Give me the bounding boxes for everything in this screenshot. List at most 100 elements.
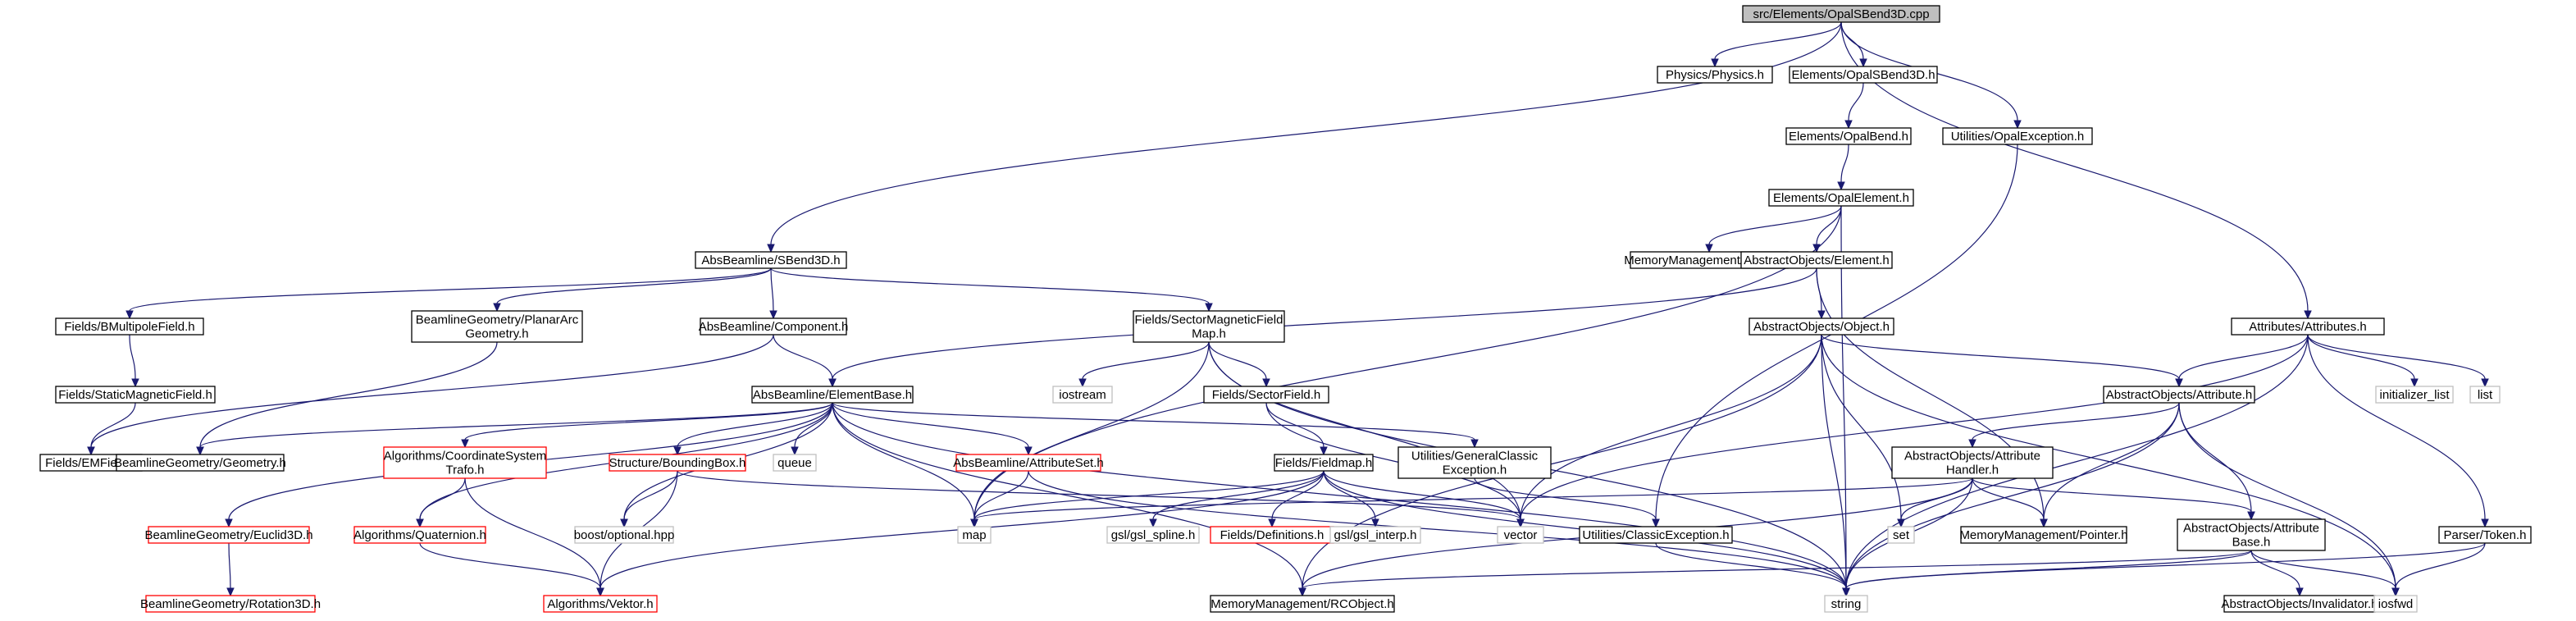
node-label: Algorithms/Vektor.h [547, 597, 653, 611]
node-label: Utilities/OpalException.h [1951, 130, 2085, 144]
node-definitions[interactable]: Fields/Definitions.h [1210, 526, 1334, 544]
edge-boundingbox-to-boostopt [620, 470, 678, 528]
edge-attrhandler-to-pointer [1972, 477, 2048, 528]
node-geometry[interactable]: BeamlineGeometry/Geometry.h [114, 454, 286, 472]
edge-bmultipole-to-staticmag [129, 334, 139, 388]
node-absobject[interactable]: AbstractObjects/Object.h [1748, 317, 1894, 336]
node-invalidator[interactable]: AbstractObjects/Invalidator.h [2222, 595, 2378, 613]
node-gslspline: gsl/gsl_spline.h [1106, 526, 1200, 544]
node-label: vector [1504, 528, 1538, 542]
node-label: Map.h [1192, 327, 1226, 341]
edge-component-to-emfield [87, 334, 774, 456]
node-label: AbsBeamline/SBend3D.h [701, 253, 840, 267]
node-queue: queue [773, 454, 817, 472]
edge-attrbase-to-string [1842, 550, 2252, 597]
edge-fieldmap-to-gslinterp [1323, 470, 1379, 528]
node-bmultipole[interactable]: Fields/BMultipoleField.h [55, 317, 204, 336]
edge-attrbase-to-invalidator [2250, 550, 2304, 597]
node-label: Algorithms/Quaternion.h [353, 528, 486, 542]
node-label: Utilities/ClassicException.h [1582, 528, 1729, 542]
node-absobjelem[interactable]: AbstractObjects/Element.h [1740, 251, 1893, 269]
node-label: Elements/OpalSBend3D.h [1791, 68, 1935, 82]
node-component[interactable]: AbsBeamline/Component.h [699, 317, 849, 336]
node-rotation[interactable]: BeamlineGeometry/Rotation3D.h [140, 595, 321, 613]
node-label: BeamlineGeometry/Euclid3D.h [144, 528, 312, 542]
node-euclid[interactable]: BeamlineGeometry/Euclid3D.h [144, 526, 313, 544]
node-label: gsl/gsl_spline.h [1111, 528, 1196, 542]
edge-root-to-sbend3d [767, 21, 1842, 253]
node-iosfwd: iosfwd [2373, 595, 2418, 613]
edge-sectorfield-to-fieldmap [1265, 402, 1328, 456]
edge-absobject-to-vector [1516, 334, 1822, 528]
node-rcobject[interactable]: MemoryManagement/RCObject.h [1210, 595, 1395, 613]
node-opalbend[interactable]: Elements/OpalBend.h [1785, 127, 1912, 145]
node-label: Exception.h [1443, 463, 1507, 477]
edge-token-to-iosfwd [2391, 542, 2486, 597]
node-opalelem[interactable]: Elements/OpalElement.h [1768, 189, 1914, 207]
edge-fieldmap-to-gslspline [1149, 470, 1324, 528]
node-label: Parser/Token.h [2444, 528, 2527, 542]
node-sbend3d[interactable]: AbsBeamline/SBend3D.h [695, 251, 847, 269]
edge-opalsbend-to-opalbend [1844, 82, 1864, 130]
node-physics[interactable]: Physics/Physics.h [1657, 66, 1773, 84]
node-pointer[interactable]: MemoryManagement/Pointer.h [1959, 526, 2128, 544]
node-boundingbox[interactable]: Structure/BoundingBox.h [609, 454, 746, 472]
edge-component-to-elembase [773, 334, 837, 388]
edge-elembase-to-coordtrafo [461, 402, 833, 449]
node-attrset[interactable]: AbsBeamline/AttributeSet.h [953, 454, 1104, 472]
node-label: AbstractObjects/Element.h [1744, 253, 1890, 267]
node-quaternion[interactable]: Algorithms/Quaternion.h [353, 526, 486, 544]
edge-attributes-to-initlist [2307, 334, 2419, 388]
node-label: Algorithms/CoordinateSystem [384, 450, 546, 463]
edge-quaternion-to-vektor [419, 542, 604, 597]
node-vektor[interactable]: Algorithms/Vektor.h [543, 595, 658, 613]
node-attributes[interactable]: Attributes/Attributes.h [2231, 317, 2385, 336]
node-label: AbsBeamline/AttributeSet.h [953, 456, 1103, 470]
node-staticmag[interactable]: Fields/StaticMagneticField.h [55, 386, 216, 404]
node-label: Fields/SectorField.h [1212, 388, 1321, 402]
node-iostream: iostream [1052, 386, 1113, 404]
node-list: list [2469, 386, 2501, 404]
edge-sbend3d-to-bmultipole [125, 267, 772, 320]
node-label: Base.h [2232, 536, 2271, 550]
node-fieldmap[interactable]: Fields/Fieldmap.h [1274, 454, 1374, 472]
node-label: AbstractObjects/Attribute [1904, 450, 2040, 463]
edge-sbend3d-to-component [769, 267, 777, 320]
node-absattr[interactable]: AbstractObjects/Attribute.h [2103, 386, 2255, 404]
node-classicexc[interactable]: Utilities/ClassicException.h [1579, 526, 1733, 544]
edge-coordtrafo-to-quaternion [416, 477, 466, 528]
node-map: map [957, 526, 992, 544]
edge-sectormag-to-sectorfield [1208, 341, 1270, 388]
node-label: AbstractObjects/Attribute [2183, 522, 2319, 536]
node-opalexc[interactable]: Utilities/OpalException.h [1942, 127, 2093, 145]
node-label: Fields/Fieldmap.h [1275, 456, 1372, 470]
node-label: MemoryManagement/Pointer.h [1959, 528, 2127, 542]
node-label: set [1893, 528, 1910, 542]
node-token[interactable]: Parser/Token.h [2438, 526, 2532, 544]
node-label: Elements/OpalElement.h [1773, 191, 1909, 205]
node-label: map [962, 528, 986, 542]
node-sectorfield[interactable]: Fields/SectorField.h [1203, 386, 1329, 404]
node-label: iosfwd [2378, 597, 2414, 611]
node-label: Elements/OpalBend.h [1789, 130, 1908, 144]
edge-fieldmap-to-vector [1323, 470, 1525, 528]
edge-attrhandler-to-map [970, 477, 1973, 528]
node-label: Trafo.h [446, 463, 485, 477]
node-label: AbstractObjects/Invalidator.h [2222, 597, 2378, 611]
edge-attributes-to-absattr [2175, 334, 2309, 388]
edge-absobjelem-to-absobject [1816, 267, 1826, 320]
nodes-layer: src/Elements/OpalSBend3D.cppPhysics/Phys… [39, 5, 2532, 613]
node-label: Fields/Definitions.h [1220, 528, 1324, 542]
edge-sectormag-to-iostream [1078, 341, 1210, 388]
edge-attributes-to-token [2307, 334, 2489, 528]
node-elembase[interactable]: AbsBeamline/ElementBase.h [751, 386, 914, 404]
edges-layer [87, 21, 2489, 597]
node-opalsbend[interactable]: Elements/OpalSBend3D.h [1789, 66, 1938, 84]
